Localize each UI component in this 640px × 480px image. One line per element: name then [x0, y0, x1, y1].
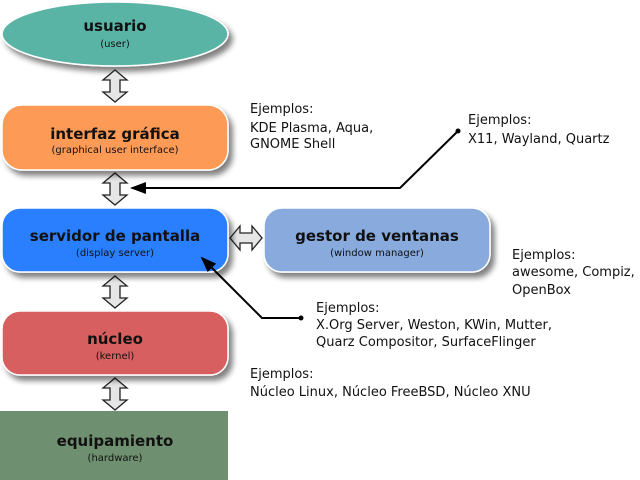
node-kernel: núcleo (kernel) — [1, 310, 229, 376]
node-display-server: servidor de pantalla (display server) — [1, 207, 229, 273]
node-hardware: equipamiento (hardware) — [0, 411, 228, 480]
kernel-title: núcleo — [87, 330, 143, 348]
user-title: usuario — [83, 17, 146, 35]
window-manager-title: gestor de ventanas — [295, 227, 459, 245]
gui-examples: Ejemplos: KDE Plasma, Aqua, GNOME Shell — [250, 102, 377, 152]
user-shape — [1, 1, 229, 67]
double-arrow-icon — [101, 69, 129, 103]
kernel-examples: Ejemplos: Núcleo Linux, Núcleo FreeBSD, … — [250, 367, 531, 400]
hardware-subtitle: (hardware) — [88, 453, 143, 464]
double-arrow-icon — [101, 172, 129, 206]
hardware-title: equipamiento — [57, 432, 174, 450]
double-arrow-icon — [229, 224, 263, 252]
double-arrow-icon — [101, 275, 129, 309]
gui-subtitle: (graphical user interface) — [51, 145, 178, 156]
gui-title: interfaz gráfica — [50, 125, 180, 143]
display-server-examples: Ejemplos: X.Org Server, Weston, KWin, Mu… — [316, 301, 556, 350]
node-gui: interfaz gráfica (graphical user interfa… — [1, 104, 229, 171]
node-user: usuario (user) — [1, 1, 229, 67]
window-manager-examples: Ejemplos: awesome, Compiz, OpenBox — [512, 248, 639, 298]
display-server-subtitle: (display server) — [76, 248, 154, 259]
kernel-subtitle: (kernel) — [96, 351, 135, 362]
connector-display-server — [200, 256, 304, 321]
user-subtitle: (user) — [100, 39, 130, 50]
connector-protocol — [130, 128, 461, 194]
node-window-manager: gestor de ventanas (window manager) — [263, 207, 491, 273]
protocol-examples: Ejemplos: X11, Wayland, Quartz — [468, 113, 610, 147]
double-arrow-icon — [101, 377, 129, 411]
window-manager-subtitle: (window manager) — [330, 248, 424, 259]
display-server-title: servidor de pantalla — [30, 227, 200, 245]
